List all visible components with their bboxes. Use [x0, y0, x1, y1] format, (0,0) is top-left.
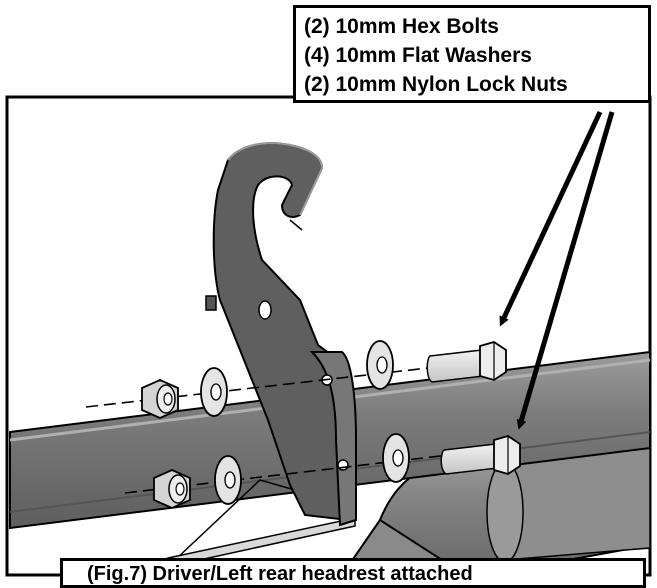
upper-washer-right	[366, 340, 394, 390]
figure-caption: (Fig.7) Driver/Left rear headrest attach…	[60, 558, 646, 588]
headrest-bracket	[205, 142, 357, 527]
callout-line-bolts: (2) 10mm Hex Bolts	[304, 15, 499, 38]
upper-lock-nut	[141, 379, 179, 419]
callout-arrows	[499, 110, 615, 430]
upper-washer-left	[200, 367, 228, 417]
lower-lock-nut	[153, 469, 191, 509]
arrow-to-upper-bolt	[499, 110, 603, 327]
hardware-callout: (2) 10mm Hex Bolts (4) 10mm Flat Washers…	[293, 5, 651, 103]
lower-washer-right	[382, 433, 410, 483]
lower-washer-left	[214, 455, 242, 505]
caption-text: (Fig.7) Driver/Left rear headrest attach…	[87, 563, 473, 585]
callout-line-washers: (4) 10mm Flat Washers	[304, 44, 532, 67]
callout-line-nuts: (2) 10mm Nylon Lock Nuts	[304, 73, 568, 96]
lower-hex-bolt	[440, 435, 521, 475]
arrow-to-lower-bolt	[516, 111, 615, 430]
upper-hex-bolt	[426, 341, 507, 383]
